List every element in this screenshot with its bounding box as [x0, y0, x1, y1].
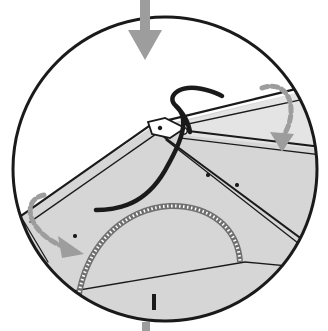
bottom-arrow-stub — [142, 322, 150, 331]
rib-rivet — [73, 234, 77, 238]
bottom-tick-mark — [152, 294, 156, 310]
rib-rivet — [206, 173, 210, 177]
rib-rivet — [235, 183, 239, 187]
